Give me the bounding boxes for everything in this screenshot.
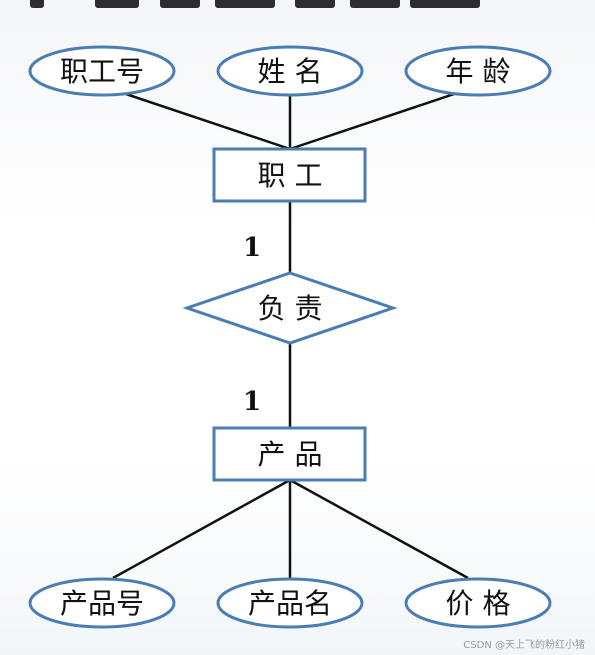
svg-text:年 龄: 年 龄 xyxy=(446,55,511,88)
entity-product: 产 品 xyxy=(212,426,367,482)
attribute-product-name: 产品名 xyxy=(216,577,364,629)
svg-text:产品名: 产品名 xyxy=(248,587,332,620)
attribute-price: 价 格 xyxy=(404,577,552,629)
line-age xyxy=(289,84,479,151)
svg-text:产 品: 产 品 xyxy=(258,438,323,471)
cardinality-employee-side: 1 xyxy=(243,233,261,263)
svg-text:职 工: 职 工 xyxy=(258,159,323,192)
cardinality-product-side: 1 xyxy=(243,387,261,417)
entity-employee: 职 工 xyxy=(212,147,367,203)
attribute-age: 年 龄 xyxy=(404,45,552,97)
attribute-product-id: 产品号 xyxy=(28,577,176,629)
attribute-name: 姓 名 xyxy=(216,45,364,97)
svg-text:职工号: 职工号 xyxy=(60,55,144,88)
watermark: CSDN @天上飞的粉红小猪 xyxy=(463,640,585,651)
line-price xyxy=(289,478,469,580)
line-employee-id xyxy=(101,84,291,151)
svg-text:负 责: 负 责 xyxy=(258,292,323,325)
line-product-id xyxy=(112,478,291,580)
svg-text:产品号: 产品号 xyxy=(60,587,144,620)
svg-text:价 格: 价 格 xyxy=(446,587,511,620)
relationship-responsible: 负 责 xyxy=(182,271,398,345)
attribute-employee-id: 职工号 xyxy=(28,45,176,97)
svg-text:姓 名: 姓 名 xyxy=(258,55,323,88)
cropped-header-strip xyxy=(0,0,595,14)
connector-lines xyxy=(101,84,479,587)
